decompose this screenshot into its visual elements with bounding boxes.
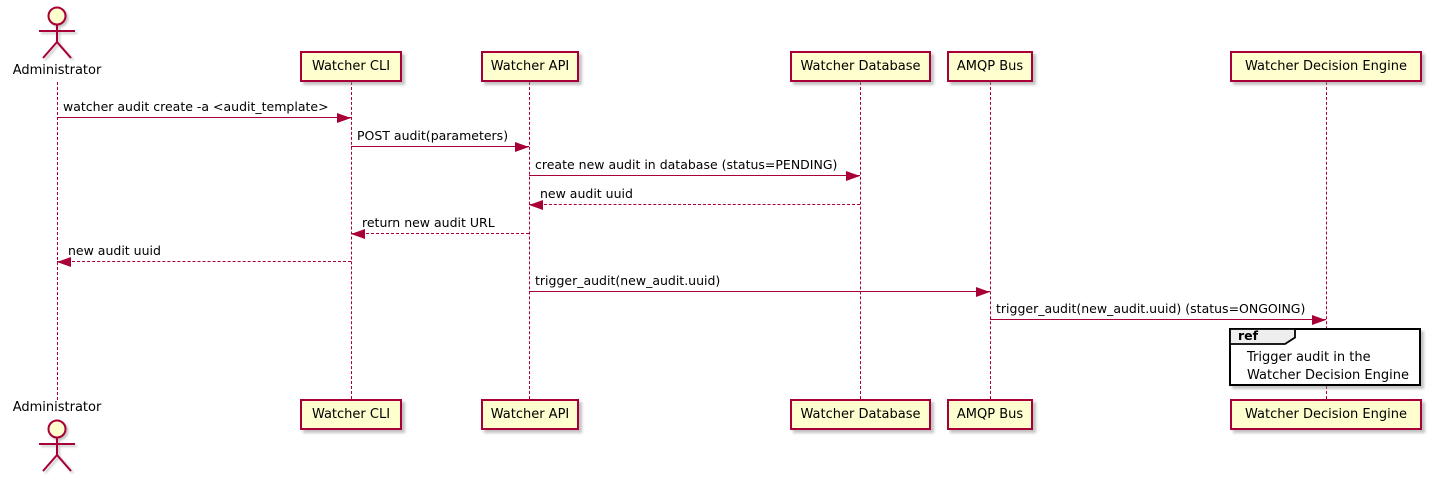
ref-text-line2: Watcher Decision Engine <box>1247 367 1409 383</box>
participant-watcher-decision-engine-bottom: Watcher Decision Engine <box>1230 399 1422 430</box>
arrowhead-icon <box>515 142 529 152</box>
arrowhead-icon <box>1312 315 1326 325</box>
ref-tab: ref <box>1229 328 1297 345</box>
message-arrow-8 <box>990 319 1326 320</box>
message-label-4: new audit uuid <box>540 186 633 201</box>
message-arrow-2 <box>351 146 529 147</box>
message-label-3: create new audit in database (status=PEN… <box>535 157 838 172</box>
message-arrow-1 <box>57 117 351 118</box>
lifeline-watcher-database <box>860 82 861 399</box>
participant-watcher-api-bottom: Watcher API <box>481 399 579 430</box>
arrowhead-icon <box>57 257 71 267</box>
arrowhead-icon <box>337 113 351 123</box>
arrowhead-icon <box>351 229 365 239</box>
participant-watcher-database-top: Watcher Database <box>790 51 931 82</box>
arrowhead-icon <box>529 200 543 210</box>
ref-keyword: ref <box>1238 328 1259 343</box>
participant-watcher-cli-top: Watcher CLI <box>300 51 402 82</box>
lifeline-watcher-cli <box>351 82 352 399</box>
participant-amqp-bus-top: AMQP Bus <box>947 51 1033 82</box>
lifeline-amqp-bus <box>990 82 991 399</box>
participant-watcher-cli-bottom: Watcher CLI <box>300 399 402 430</box>
ref-tab-shape <box>1229 328 1296 345</box>
message-arrow-3 <box>529 175 860 176</box>
lifeline-administrator <box>57 82 58 400</box>
message-label-7: trigger_audit(new_audit.uuid) <box>535 273 721 288</box>
message-arrow-4 <box>529 204 860 205</box>
actor-label-bottom: Administrator <box>12 400 102 415</box>
ref-fragment: ref Trigger audit in the Watcher Decisio… <box>1229 328 1421 386</box>
lifeline-watcher-api <box>529 82 530 399</box>
participant-watcher-database-bottom: Watcher Database <box>790 399 931 430</box>
message-label-1: watcher audit create -a <audit_template> <box>63 99 329 114</box>
message-label-8: trigger_audit(new_audit.uuid) (status=ON… <box>996 301 1306 316</box>
arrowhead-icon <box>846 171 860 181</box>
message-arrow-5 <box>351 233 529 234</box>
message-arrow-6 <box>57 261 351 262</box>
ref-text: Trigger audit in the Watcher Decision En… <box>1247 349 1409 384</box>
actor-icon <box>39 419 75 472</box>
actor-icon <box>39 6 75 59</box>
message-label-6: new audit uuid <box>68 243 161 258</box>
lifeline-watcher-decision-engine <box>1326 82 1327 399</box>
participant-watcher-decision-engine-top: Watcher Decision Engine <box>1230 51 1422 82</box>
participant-watcher-api-top: Watcher API <box>481 51 579 82</box>
participant-amqp-bus-bottom: AMQP Bus <box>947 399 1033 430</box>
actor-label-top: Administrator <box>12 63 102 78</box>
message-label-2: POST audit(parameters) <box>357 128 509 143</box>
ref-text-line1: Trigger audit in the <box>1247 350 1371 365</box>
message-arrow-7 <box>529 291 990 292</box>
message-label-5: return new audit URL <box>362 215 495 230</box>
arrowhead-icon <box>976 287 990 297</box>
